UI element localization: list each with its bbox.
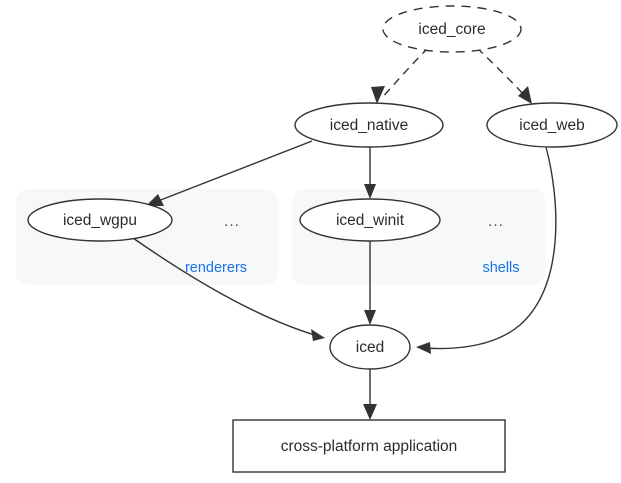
edge-native-to-winit [364, 147, 376, 199]
node-iced-core[interactable]: iced_core [382, 5, 522, 53]
arrowhead-web-to-iced [416, 342, 431, 354]
node-iced-winit[interactable]: iced_winit [299, 198, 441, 242]
edge-wgpu-to-iced [132, 237, 325, 341]
node-iced-wgpu[interactable]: iced_wgpu [27, 198, 173, 242]
iced-core-ellipse[interactable] [382, 5, 522, 53]
arrowhead-core-to-native [371, 86, 385, 104]
iced-web-ellipse[interactable] [486, 102, 618, 148]
edge-native-to-wgpu [146, 140, 313, 206]
node-application[interactable]: cross-platform application [232, 419, 506, 473]
iced-wgpu-ellipse[interactable] [27, 198, 173, 242]
iced-winit-ellipse[interactable] [299, 198, 441, 242]
arrowhead-iced-to-application [363, 404, 377, 420]
node-iced[interactable]: iced [329, 324, 411, 370]
iced-ellipse[interactable] [329, 324, 411, 370]
cluster-label-renderers: renderers [185, 260, 247, 276]
edge-web-to-iced [416, 146, 557, 354]
iced-native-label: iced_native [330, 117, 408, 134]
arrowhead-winit-to-iced [364, 310, 376, 325]
application-label: cross-platform application [281, 438, 458, 455]
iced-core-label: iced_core [418, 21, 485, 38]
shells-ellipsis: ... [488, 213, 504, 230]
renderers-ellipsis: ... [224, 213, 240, 230]
node-iced-web[interactable]: iced_web [486, 102, 618, 148]
iced-native-ellipse[interactable] [294, 102, 444, 148]
edge-iced-to-application [363, 369, 377, 420]
iced-winit-label: iced_winit [336, 212, 405, 229]
edge-core-to-native [371, 47, 429, 104]
edge-winit-to-iced [364, 241, 376, 325]
arrowhead-wgpu-to-iced [311, 329, 325, 341]
iced-web-label: iced_web [519, 117, 585, 134]
arrowhead-core-to-web [518, 86, 532, 104]
iced-wgpu-label: iced_wgpu [63, 212, 137, 229]
cluster-label-shells: shells [482, 260, 519, 276]
arrowhead-native-to-winit [364, 184, 376, 199]
node-iced-native[interactable]: iced_native [294, 102, 444, 148]
application-box[interactable] [232, 419, 506, 473]
arrowhead-native-to-wgpu [146, 194, 164, 206]
iced-label: iced [356, 339, 384, 356]
edge-core-to-web [476, 47, 532, 104]
